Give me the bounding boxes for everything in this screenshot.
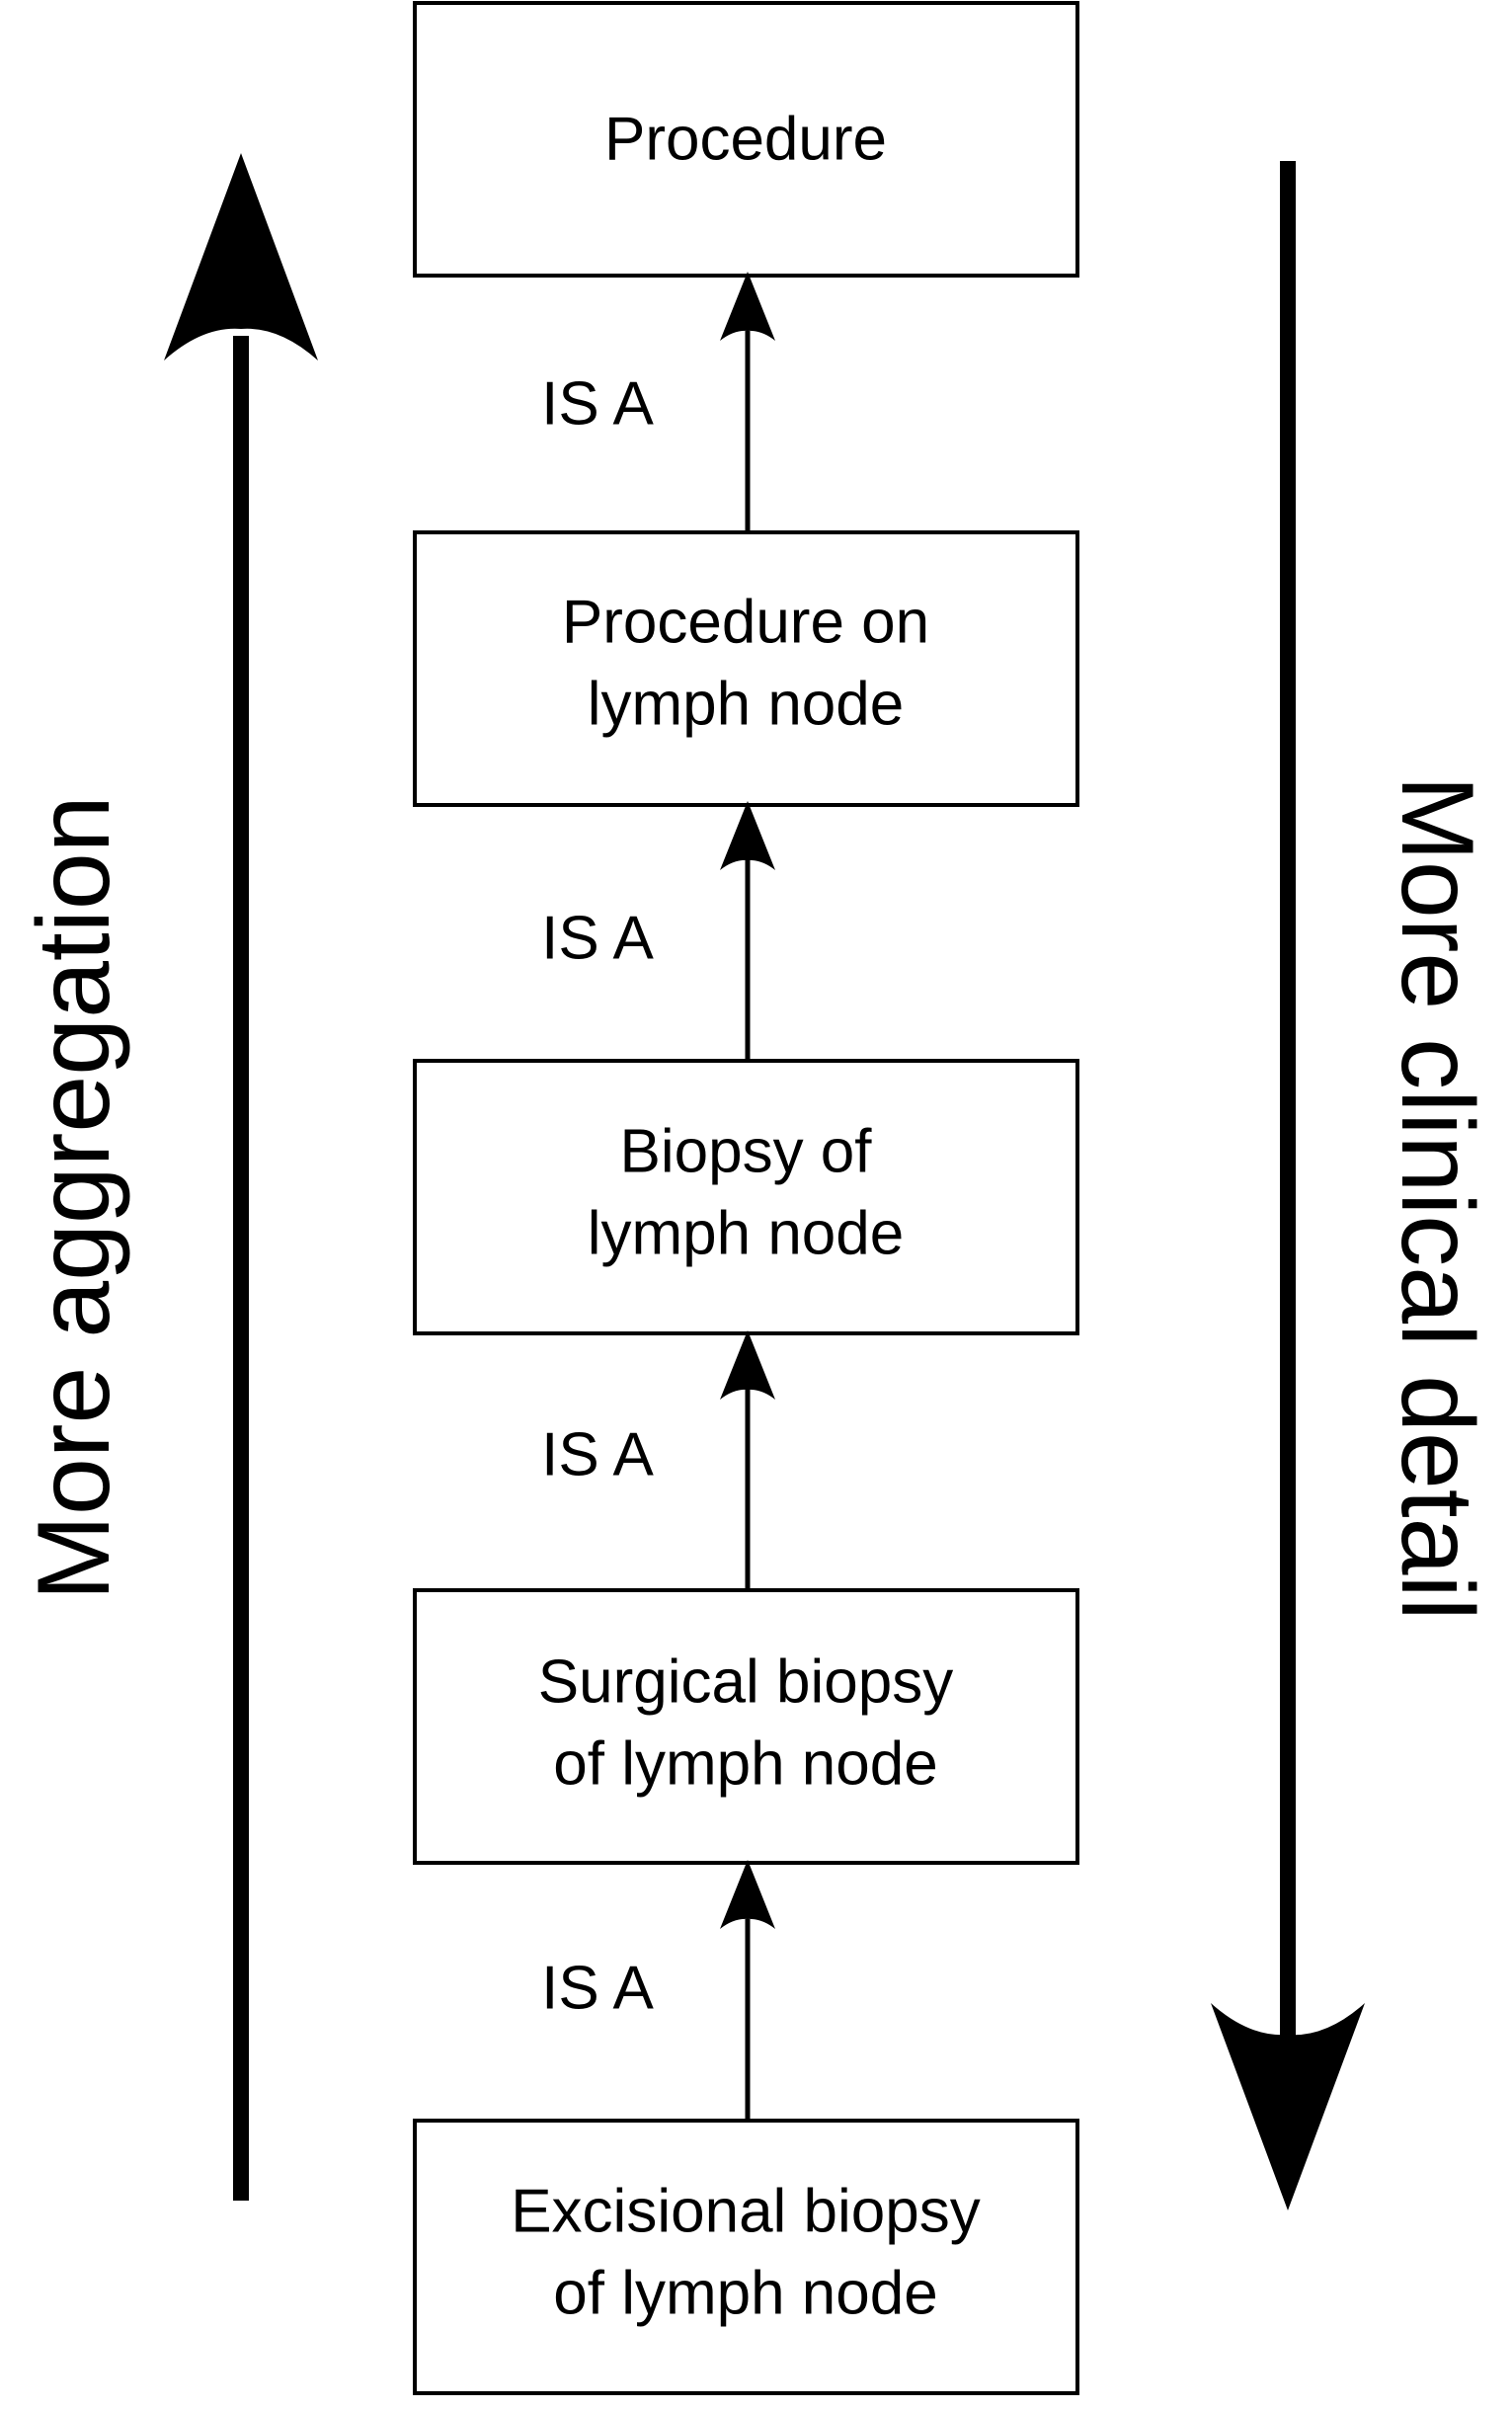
box-procedure-on-lymph-node-line-1: Procedure on (562, 589, 929, 657)
clinical-detail-label: More clinical detail (1380, 775, 1494, 1620)
box-surgical-biopsy-of-lymph-node-line-2: of lymph node (553, 1730, 937, 1799)
box-excisional-biopsy-of-lymph-node-line-2: of lymph node (553, 2260, 937, 2328)
box-procedure-line-1: Procedure (604, 106, 887, 174)
isa-arrow-4 (720, 1860, 775, 2121)
box-procedure: Procedure (413, 1, 1079, 278)
isa-label-2: IS A (541, 905, 654, 973)
isa-arrow-2 (720, 801, 775, 1061)
box-biopsy-of-lymph-node-line-2: lymph node (588, 1200, 905, 1268)
isa-arrow-1 (720, 272, 775, 532)
isa-label-4: IS A (541, 1955, 654, 2023)
box-surgical-biopsy-of-lymph-node: Surgical biopsy of lymph node (413, 1588, 1079, 1865)
box-excisional-biopsy-of-lymph-node: Excisional biopsy of lymph node (413, 2119, 1079, 2395)
isa-arrow-3 (720, 1330, 775, 1590)
box-surgical-biopsy-of-lymph-node-line-1: Surgical biopsy (538, 1648, 953, 1717)
box-biopsy-of-lymph-node-line-1: Biopsy of (619, 1118, 872, 1186)
isa-label-1: IS A (541, 370, 654, 439)
isa-label-3: IS A (541, 1421, 654, 1489)
aggregation-label: More aggregation (17, 795, 131, 1600)
box-excisional-biopsy-of-lymph-node-line-1: Excisional biopsy (511, 2178, 981, 2246)
box-biopsy-of-lymph-node: Biopsy of lymph node (413, 1059, 1079, 1335)
box-procedure-on-lymph-node-line-2: lymph node (588, 671, 905, 739)
clinical-detail-arrow (1211, 161, 1365, 2210)
box-procedure-on-lymph-node: Procedure on lymph node (413, 530, 1079, 807)
aggregation-arrow (164, 153, 318, 2201)
